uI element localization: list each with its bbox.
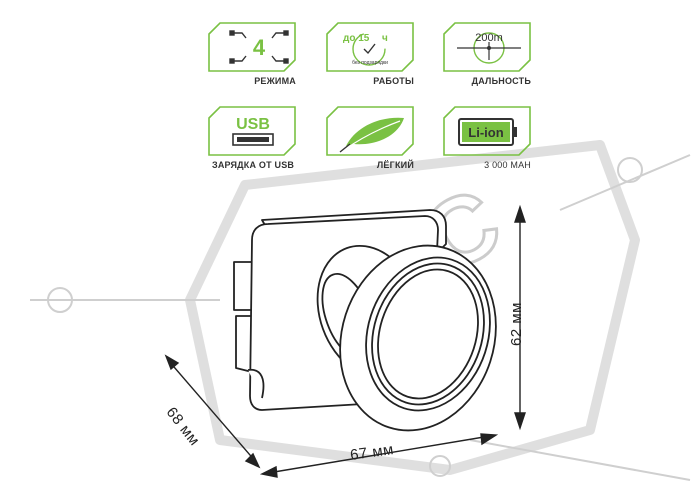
feather-icon <box>326 106 414 156</box>
light-label: лёгкий <box>376 160 414 170</box>
runtime-small: без подзарядки <box>352 60 388 66</box>
dimension-height: 62 мм <box>508 302 525 346</box>
range-value: 200m <box>475 32 503 44</box>
range-icon: 200m <box>443 22 531 72</box>
modes-label: режима <box>254 76 296 86</box>
battery-icon: Li-ion <box>443 106 531 156</box>
usb-label: зарядка от USB <box>212 160 295 170</box>
modes-icon: 4 <box>208 22 296 72</box>
battery-value: Li-ion <box>468 125 503 140</box>
battery-label: 3 000 mAh <box>484 160 531 170</box>
runtime-top: до 15 <box>343 33 370 44</box>
clock-icon: до 15 ч без подзарядки <box>326 22 414 72</box>
runtime-unit: ч <box>382 33 388 44</box>
usb-icon: USB <box>208 106 296 156</box>
range-label: дальность <box>471 76 531 86</box>
runtime-label: работы <box>373 76 414 86</box>
usb-value: USB <box>236 116 270 133</box>
modes-value: 4 <box>253 35 266 60</box>
